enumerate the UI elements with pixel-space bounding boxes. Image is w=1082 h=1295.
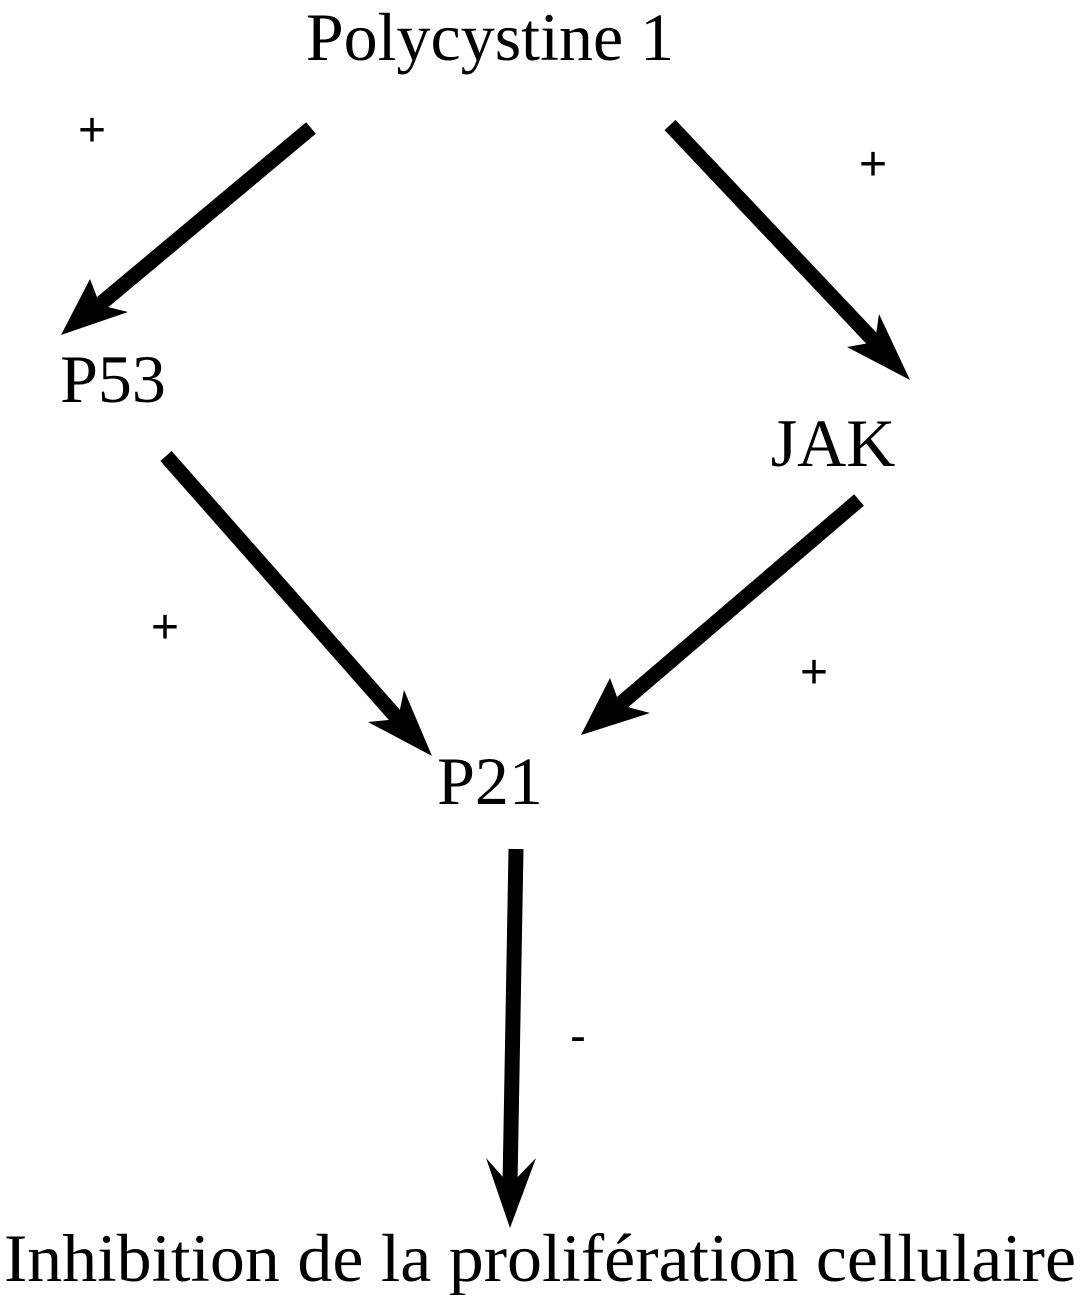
node-p21: P21	[437, 743, 543, 819]
arrow-jak-to-p21	[581, 494, 864, 735]
sign-p53-p21: +	[151, 601, 179, 654]
sign-p21-outcome: -	[570, 1010, 586, 1063]
sign-polycystine-jak: +	[859, 138, 887, 191]
arrow-polycystine-to-jak	[664, 119, 910, 380]
node-p53: P53	[60, 341, 166, 417]
node-outcome: Inhibition de la prolifération cellulair…	[4, 1220, 1076, 1295]
sign-polycystine-p53: +	[78, 104, 106, 157]
arrow-polycystine-to-p53	[61, 122, 316, 335]
node-polycystine-1: Polycystine 1	[306, 0, 674, 75]
sign-jak-p21: +	[800, 646, 828, 699]
arrow-p53-to-p21	[160, 451, 432, 756]
arrow-p21-to-outcome	[486, 848, 536, 1228]
node-jak: JAK	[771, 405, 896, 481]
